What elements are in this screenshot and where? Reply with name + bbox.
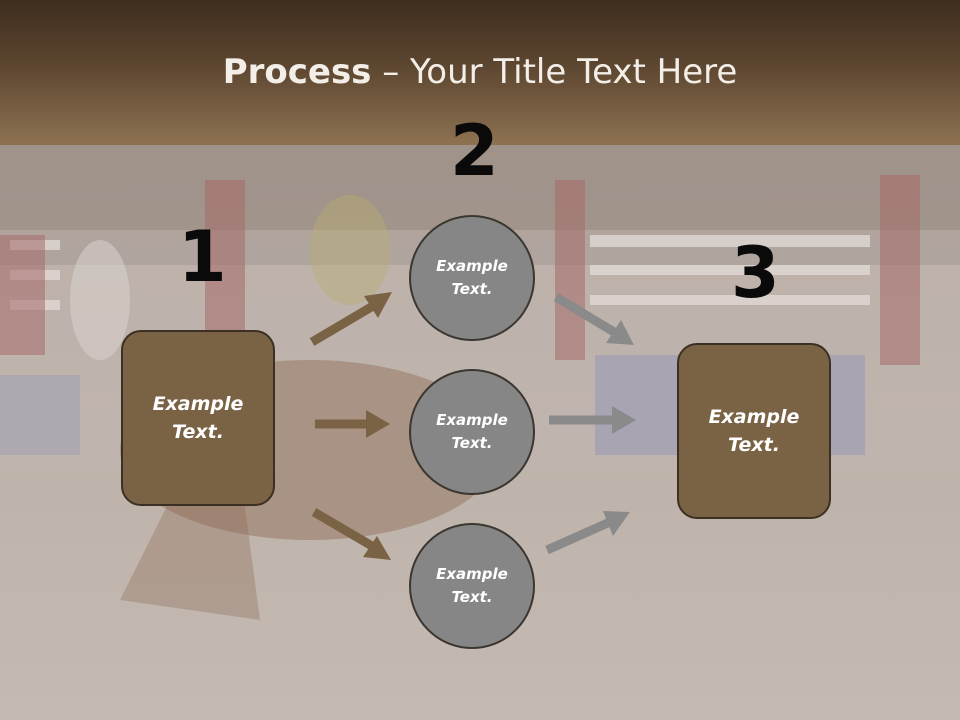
title-bold: Process [222, 52, 372, 92]
step-3-box: Example Text. [677, 343, 831, 519]
arrow-1-to-bottom [311, 508, 391, 560]
step-2-circle-top: Example Text. [409, 215, 535, 341]
step-2-circle-middle: Example Text. [409, 369, 535, 495]
circle-bottom-line1: Example [436, 564, 508, 583]
step-1-box: Example Text. [121, 330, 275, 506]
step-3-text-line2: Text. [728, 434, 780, 456]
circle-middle-line2: Text. [451, 434, 493, 452]
slide-title: Process – Your Title Text Here [0, 52, 960, 92]
circle-top-line1: Example [436, 256, 508, 275]
arrow-1-to-top [309, 292, 392, 346]
arrow-1-to-middle [315, 410, 390, 438]
title-rest: – Your Title Text Here [371, 52, 738, 92]
arrow-bottom-to-3 [545, 511, 630, 555]
circle-top-line2: Text. [451, 280, 493, 298]
step-3-text-line1: Example [708, 405, 800, 428]
arrow-top-to-3 [553, 293, 634, 345]
circle-bottom-line2: Text. [451, 588, 493, 606]
step-1-text-line2: Text. [172, 421, 224, 443]
step-1-text-line1: Example [152, 392, 244, 415]
step-2-circle-bottom: Example Text. [409, 523, 535, 649]
circle-middle-line1: Example [436, 410, 508, 429]
step-number-3: 3 [731, 232, 780, 314]
arrow-middle-to-3 [549, 406, 636, 434]
step-number-1: 1 [178, 216, 227, 298]
step-number-2: 2 [450, 110, 499, 192]
title-bar [0, 0, 960, 145]
